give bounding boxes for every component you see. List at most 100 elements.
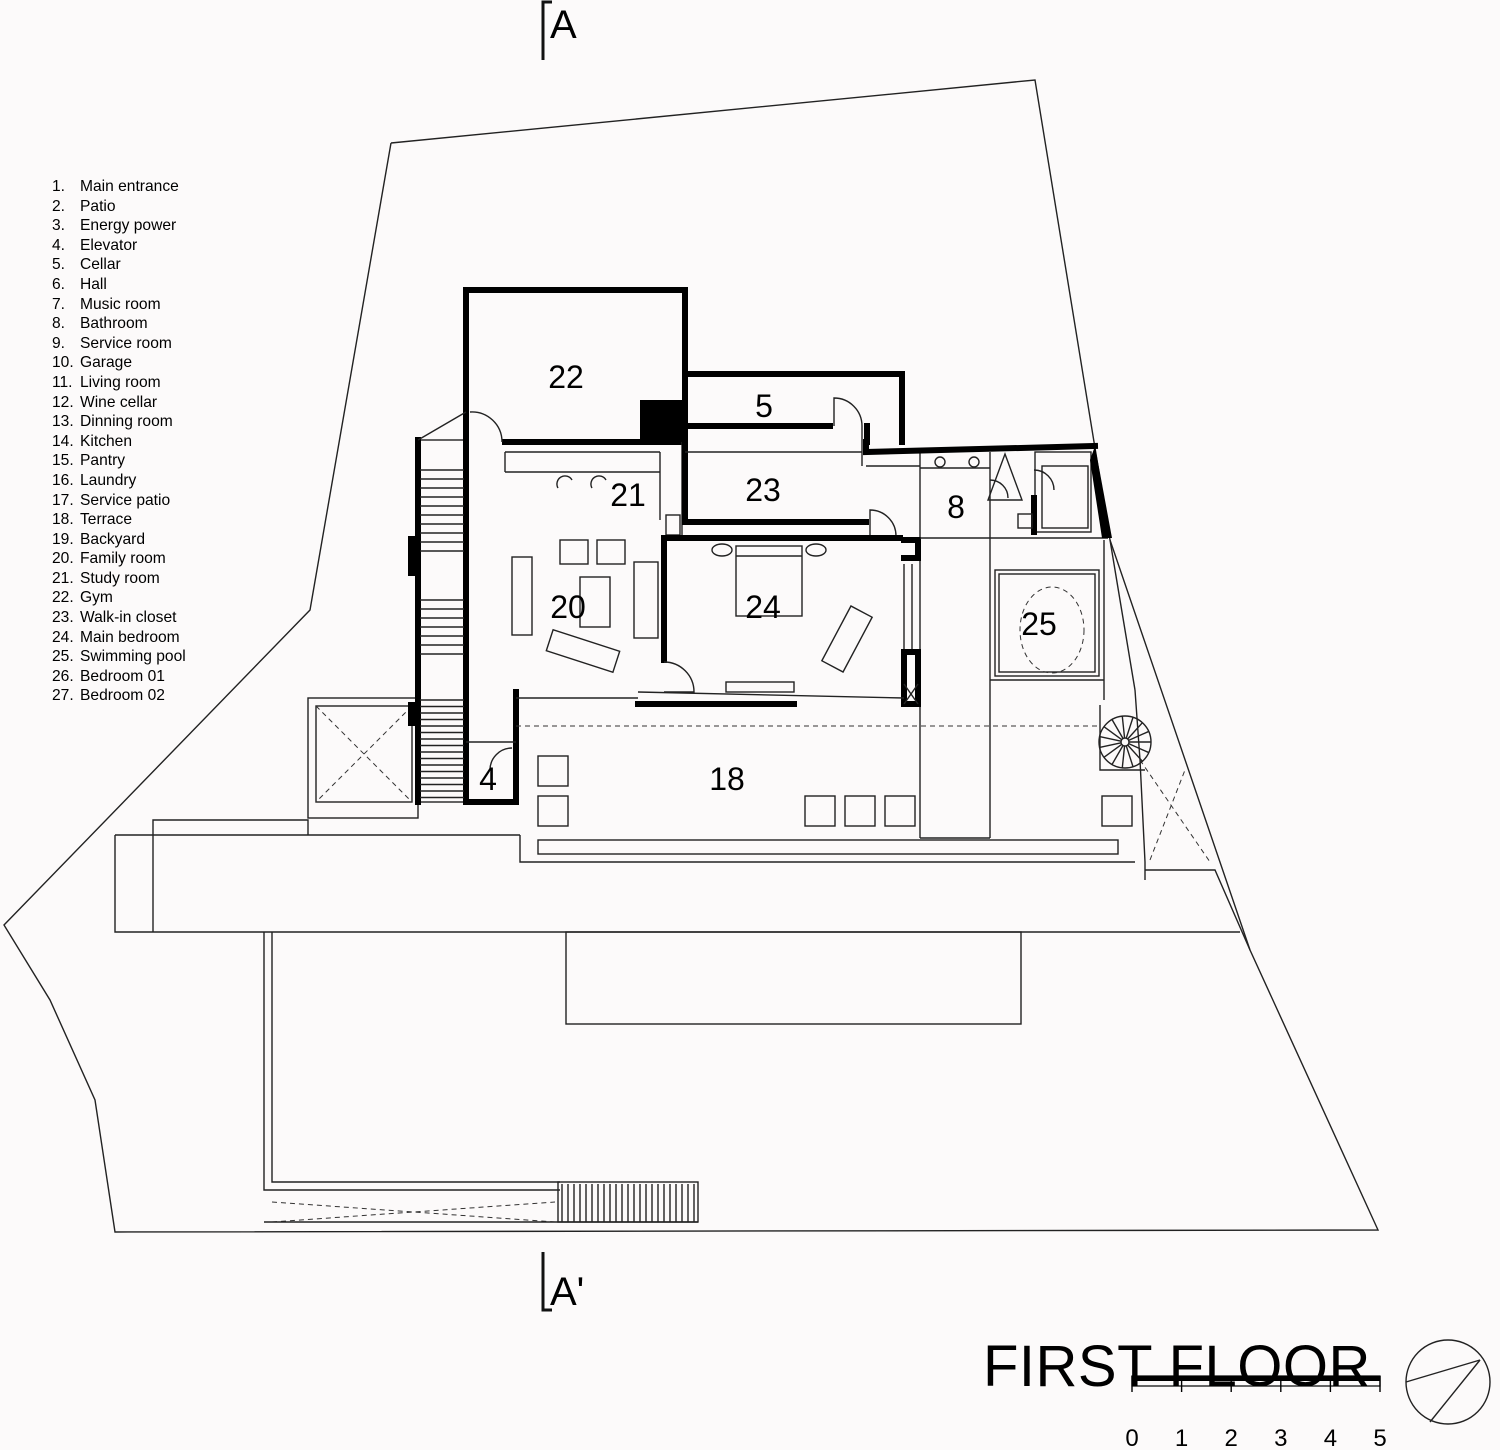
legend-item-name: Wine cellar [80,393,158,411]
legend-item: 22.Gym [52,588,186,608]
legend-item-number: 18. [52,511,74,529]
legend-item-number: 21. [52,569,74,587]
legend-item: 1.Main entrance [52,177,186,197]
legend-item-number: 22. [52,589,74,607]
room-label-elevator: 4 [479,761,497,797]
patio-area [307,697,419,819]
legend-item-name: Dinning room [80,413,173,431]
spiral-step [1103,726,1123,741]
legend-item: 5. Cellar [52,255,186,275]
legend-item-name: Bedroom 01 [80,667,165,685]
legend-item-name: Cellar [80,256,121,274]
legend-item: 11.Living room [52,373,186,393]
room-label-terrace: 18 [709,761,745,797]
room-label-bathroom: 8 [947,489,965,525]
spiral-step [1128,730,1150,742]
legend-item-number: 16. [52,471,74,489]
legend-item-number: 2. [52,197,66,215]
legend-item: 3. Energy power [52,216,186,236]
spiral-step [1127,722,1143,740]
legend-item-number: 13. [52,413,74,431]
room-label-study: 21 [610,477,646,513]
legend-item-name: Main bedroom [80,628,180,646]
room-label-closet: 23 [745,472,781,508]
legend-item-name: Pantry [80,452,126,470]
spiral-step [1111,719,1124,739]
legend-item: 27. Bedroom 02 [52,686,186,706]
legend-item-number: 4. [52,236,66,254]
legend-item-number: 17. [52,491,74,509]
spiral-step [1099,735,1122,742]
legend-item: 24. Main bedroom [52,628,186,648]
legend-item-name: Music room [80,295,161,313]
legend-item-name: Laundry [80,471,137,489]
legend-item: 2.Patio [52,197,186,217]
scale-tick-label: 1 [1175,1425,1188,1450]
legend-item: 7. Music room [52,295,186,315]
section-marker-bottom: A' [541,1252,584,1314]
bathroom-walls [863,439,1112,539]
north-arrow-icon [1405,1339,1491,1425]
legend-item: 15. Pantry [52,451,186,471]
legend-item: 21. Study room [52,569,186,589]
elevator-shaft [463,741,519,805]
room-label-bedroom: 24 [745,589,781,625]
legend-item-name: Kitchen [80,432,133,450]
legend-item-number: 27. [52,687,74,705]
legend-item-number: 14. [52,432,74,450]
legend-item-number: 10. [52,354,74,372]
legend-item-number: 7. [52,295,66,313]
legend-item: 10.Garage [52,353,186,373]
room-label-cellar: 5 [755,388,773,424]
spiral-stair [1098,705,1152,771]
legend-item-number: 20. [52,550,74,568]
drawing-title: FIRST FLOOR [983,1334,1371,1399]
legend-item: 18.Terrace [52,510,186,530]
legend-item: 25. Swimming pool [52,647,186,667]
room-label-family: 20 [550,589,586,625]
exterior-stair [561,1184,695,1222]
legend-item-name: Study room [80,569,160,587]
legend-item-number: 3. [52,217,66,235]
legend-item-name: Service patio [80,491,171,509]
legend-item-number: 15. [52,452,74,470]
spiral-step [1125,745,1134,767]
legend-item-name: Bedroom 02 [80,687,165,705]
legend-item-name: Hall [80,275,107,293]
closet-walls [682,439,921,838]
legend-item-number: 5. [52,256,66,274]
study-family-walls [504,442,683,674]
legend-item-number: 19. [52,530,74,548]
room-label-pool: 25 [1021,606,1057,642]
legend-item-number: 1. [52,178,66,195]
legend-item-number: 9. [52,334,66,352]
spiral-step [1103,743,1123,758]
spiral-step [1121,716,1126,739]
legend-item: 6.Hall [52,275,186,295]
scale-tick-label: 3 [1274,1425,1287,1450]
legend-item: 23.Walk-in closet [52,608,186,628]
scale-tick-label: 2 [1225,1425,1238,1450]
legend-item: 19.Backyard [52,530,186,550]
legend-item-number: 24. [52,628,74,646]
legend-item-number: 11. [52,373,73,391]
legend-item-number: 23. [52,609,74,627]
legend-item: 16. Laundry [52,471,186,491]
legend-item-name: Elevator [80,236,138,254]
spiral-step [1099,742,1122,749]
spiral-step [1111,745,1124,765]
legend-item: 26.Bedroom 01 [52,667,186,687]
legend-item: 20. Family room [52,549,186,569]
legend-item-number: 25. [52,648,74,666]
spiral-step [1127,744,1143,762]
legend-item-name: Energy power [80,217,177,235]
spiral-step [1121,745,1126,768]
legend-item-name: Swimming pool [80,648,186,666]
legend-item-name: Family room [80,550,166,568]
scale-tick-label: 4 [1324,1425,1337,1450]
legend-item: 9.Service room [52,334,186,354]
section-label-a: A [550,3,577,47]
